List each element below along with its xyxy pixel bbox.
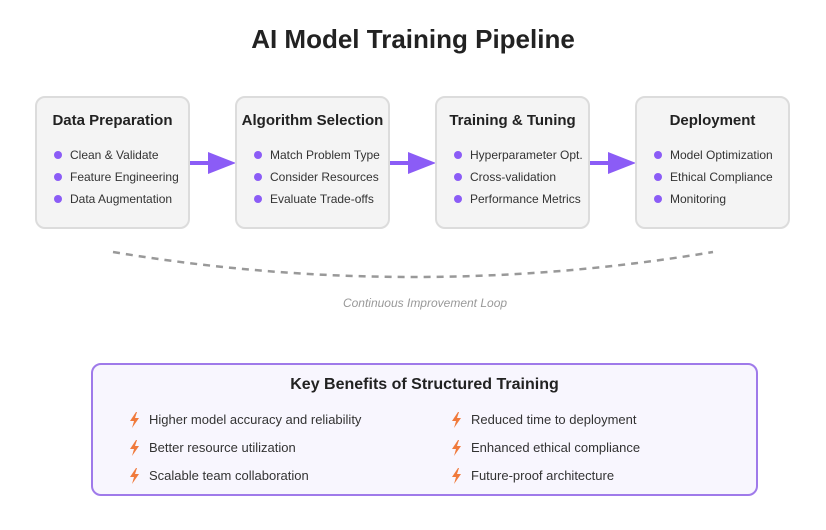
lightning-bolt-icon: [452, 468, 461, 484]
lightning-bolt-icon: [130, 468, 139, 484]
lightning-bolt-icon: [130, 412, 139, 428]
stage-item: Model Optimization: [653, 146, 773, 168]
stage-item-label: Model Optimization: [670, 148, 773, 162]
benefit-item: Higher model accuracy and reliability: [129, 411, 361, 429]
stage-item-label: Match Problem Type: [270, 148, 380, 162]
stage-item-list: Clean & Validate Feature Engineering Dat…: [53, 146, 179, 212]
stage-item: Performance Metrics: [453, 190, 583, 212]
dot-icon: [654, 173, 662, 181]
stage-title: Algorithm Selection: [241, 112, 384, 129]
stage-item: Cross-validation: [453, 168, 583, 190]
dot-icon: [254, 173, 262, 181]
stage-item-label: Feature Engineering: [70, 170, 179, 184]
dot-icon: [254, 195, 262, 203]
lightning-bolt-icon: [452, 412, 461, 428]
stage-item-label: Hyperparameter Opt.: [470, 148, 583, 162]
dot-icon: [54, 173, 62, 181]
stage-item: Feature Engineering: [53, 168, 179, 190]
stage-item: Ethical Compliance: [653, 168, 773, 190]
benefit-label: Future-proof architecture: [471, 468, 615, 483]
stage-item: Data Augmentation: [53, 190, 179, 212]
stage-data-preparation: Data Preparation Clean & Validate Featur…: [35, 96, 190, 229]
stage-item-label: Cross-validation: [470, 170, 557, 184]
stage-item-label: Performance Metrics: [470, 192, 581, 206]
stage-algorithm-selection: Algorithm Selection Match Problem Type C…: [235, 96, 390, 229]
dot-icon: [54, 151, 62, 159]
dot-icon: [454, 173, 462, 181]
benefits-panel: Key Benefits of Structured Training High…: [91, 363, 758, 496]
feedback-loop-curve: [112, 250, 714, 279]
stage-title: Deployment: [669, 112, 756, 129]
dot-icon: [654, 195, 662, 203]
stage-deployment: Deployment Model Optimization Ethical Co…: [635, 96, 790, 229]
dot-icon: [254, 151, 262, 159]
dot-icon: [654, 151, 662, 159]
stage-item-label: Monitoring: [670, 192, 727, 206]
diagram-title: AI Model Training Pipeline: [251, 24, 575, 54]
arrow-right-icon: [190, 152, 236, 174]
stage-item-label: Ethical Compliance: [670, 170, 773, 184]
stage-item-list: Match Problem Type Consider Resources Ev…: [253, 146, 380, 212]
stage-item: Evaluate Trade-offs: [253, 190, 380, 212]
benefit-label: Scalable team collaboration: [149, 468, 309, 483]
stage-item-label: Clean & Validate: [70, 148, 159, 162]
benefit-label: Better resource utilization: [149, 440, 296, 455]
dot-icon: [54, 195, 62, 203]
stage-item-label: Evaluate Trade-offs: [270, 192, 374, 206]
stage-item-list: Model Optimization Ethical Compliance Mo…: [653, 146, 773, 212]
benefits-title: Key Benefits of Structured Training: [290, 376, 559, 393]
benefit-item: Enhanced ethical compliance: [451, 439, 640, 457]
arrow-right-icon: [390, 152, 436, 174]
stage-item: Consider Resources: [253, 168, 380, 190]
benefit-label: Enhanced ethical compliance: [471, 440, 641, 455]
lightning-bolt-icon: [452, 440, 461, 456]
stage-item: Monitoring: [653, 190, 773, 212]
dot-icon: [454, 151, 462, 159]
stage-item-label: Consider Resources: [270, 170, 379, 184]
stage-item-list: Hyperparameter Opt. Cross-validation Per…: [453, 146, 583, 212]
benefit-label: Reduced time to deployment: [471, 412, 637, 427]
benefit-item: Better resource utilization: [129, 439, 296, 457]
stage-item: Clean & Validate: [53, 146, 179, 168]
stage-item-label: Data Augmentation: [70, 192, 173, 206]
lightning-bolt-icon: [130, 440, 139, 456]
stage-training-tuning: Training & Tuning Hyperparameter Opt. Cr…: [435, 96, 590, 229]
stage-title: Data Preparation: [52, 112, 173, 129]
stage-item: Match Problem Type: [253, 146, 380, 168]
loop-label: Continuous Improvement Loop: [342, 296, 508, 310]
arrow-right-icon: [590, 152, 636, 174]
benefit-item: Reduced time to deployment: [451, 411, 636, 429]
dot-icon: [454, 195, 462, 203]
benefit-label: Higher model accuracy and reliability: [149, 412, 362, 427]
benefit-item: Future-proof architecture: [451, 467, 614, 485]
stage-title: Training & Tuning: [449, 112, 576, 129]
stage-item: Hyperparameter Opt.: [453, 146, 583, 168]
benefit-item: Scalable team collaboration: [129, 467, 309, 485]
